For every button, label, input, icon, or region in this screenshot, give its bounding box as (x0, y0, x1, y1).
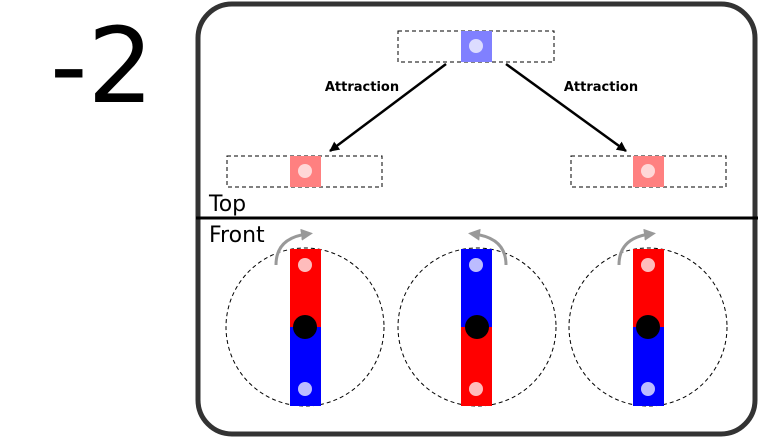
rotor-3-bottom-dot (641, 382, 655, 396)
rotor-2-orbit (397, 247, 557, 407)
rotor-3-pivot (636, 315, 660, 339)
rotor-3-rotation-arrow-icon (617, 228, 656, 266)
rotor-2-pivot (465, 315, 489, 339)
rotor-2-rotation-arrow-icon (468, 228, 508, 266)
top-right-magnet-dot (641, 164, 655, 178)
attraction-label-left: Attraction (325, 80, 399, 95)
top-left-magnet-dot (298, 164, 312, 178)
rotor-1-orbit (225, 247, 385, 407)
rotor-1 (225, 228, 385, 407)
rotor-2-top-dot (469, 258, 483, 272)
rotor-3 (568, 228, 728, 407)
top-center-magnet-dot (469, 39, 483, 53)
rotor-1-rotation-arrow-icon (274, 228, 313, 266)
rotor-3-top-dot (641, 258, 655, 272)
rotor-1-top-dot (298, 258, 312, 272)
rotor-1-bottom-dot (298, 382, 312, 396)
top-left-magnet (226, 155, 383, 188)
attraction-label-right: Attraction (564, 80, 638, 95)
rotor-2-bottom-dot (469, 382, 483, 396)
step-label: -2 (50, 5, 154, 127)
top-center-magnet (397, 30, 555, 63)
attraction-arrow-left (329, 63, 447, 152)
rotor-2 (397, 228, 557, 407)
attraction-arrow-right (505, 62, 627, 153)
rotor-1-pivot (293, 315, 317, 339)
top-right-magnet (570, 155, 727, 188)
rotor-3-orbit (568, 247, 728, 407)
top-view-label: Top (208, 192, 246, 217)
front-view-label: Front (209, 223, 265, 248)
